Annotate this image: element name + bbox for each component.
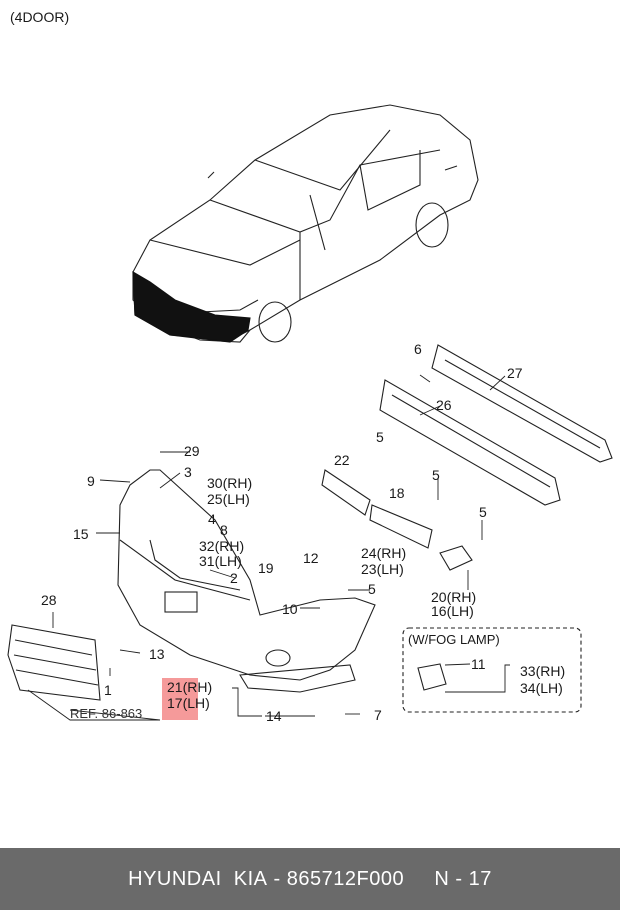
variant-label: (4DOOR) xyxy=(10,9,70,25)
part-5c: 5 xyxy=(479,504,487,520)
part-6: 6 xyxy=(414,341,422,357)
part-10: 10 xyxy=(282,601,298,617)
part-3: 3 xyxy=(184,464,192,480)
fog-lamp-cover xyxy=(417,663,447,691)
bumper-cover xyxy=(117,469,376,681)
part-34: 34(LH) xyxy=(520,680,563,696)
parts-diagram: (4DOOR) (W/FOG LAMP) REF. 86-863 6 27 26… xyxy=(7,9,613,724)
part-31: 31(LH) xyxy=(199,553,242,569)
part-18: 18 xyxy=(389,485,405,501)
highlighted-part-17 xyxy=(162,678,198,720)
footer-brand: HYUNDAI KIA xyxy=(128,867,268,890)
part-22: 22 xyxy=(334,452,350,468)
part-21: 21(RH) xyxy=(167,679,213,695)
part-2: 2 xyxy=(230,570,238,586)
radiator-grille xyxy=(7,624,101,701)
part-26: 26 xyxy=(436,397,452,413)
part-5d: 5 xyxy=(368,581,376,597)
part-8: 8 xyxy=(220,522,228,538)
part-20: 20(RH) xyxy=(431,589,477,605)
ref-label: REF. 86-863 xyxy=(70,706,143,721)
front-bumper-highlight xyxy=(132,271,251,343)
fog-cover-20 xyxy=(439,545,473,571)
absorber-right xyxy=(369,504,433,549)
part-17: 17(LH) xyxy=(167,695,210,711)
part-30: 30(RH) xyxy=(207,475,253,491)
part-29: 29 xyxy=(184,443,200,459)
lower-lip xyxy=(239,664,356,693)
part-24: 24(RH) xyxy=(361,545,407,561)
part-25: 25(LH) xyxy=(207,491,250,507)
fog-lamp-box-frame xyxy=(402,627,582,713)
part-11: 11 xyxy=(471,656,486,672)
footer-part-number: - 865712F000 xyxy=(273,867,405,890)
part-9: 9 xyxy=(87,473,95,489)
part-16: 16(LH) xyxy=(431,603,474,619)
part-15: 15 xyxy=(73,526,89,542)
part-27: 27 xyxy=(507,365,523,381)
part-5b: 5 xyxy=(432,467,440,483)
part-1: 1 xyxy=(104,682,112,698)
part-5a: 5 xyxy=(376,429,384,445)
part-32: 32(RH) xyxy=(199,538,245,554)
footer-page: N - 17 xyxy=(434,867,492,890)
bumper-reinforcement xyxy=(379,344,613,506)
part-23: 23(LH) xyxy=(361,561,404,577)
part-33: 33(RH) xyxy=(520,663,566,679)
part-7: 7 xyxy=(374,707,382,723)
part-28: 28 xyxy=(41,592,57,608)
part-12: 12 xyxy=(303,550,319,566)
absorber-left xyxy=(321,469,371,516)
part-14: 14 xyxy=(266,708,282,724)
fog-lamp-label: (W/FOG LAMP) xyxy=(408,632,500,647)
part-4: 4 xyxy=(208,511,216,527)
part-19: 19 xyxy=(258,560,274,576)
footer-bar: HYUNDAI KIA - 865712F000 N - 17 xyxy=(0,848,620,910)
part-13: 13 xyxy=(149,646,165,662)
diagram-drawing xyxy=(7,104,613,721)
